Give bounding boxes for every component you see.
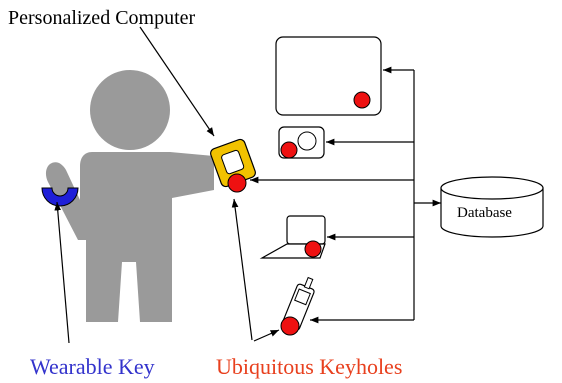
personalized-computer-icon <box>210 138 256 188</box>
database-icon <box>440 176 544 238</box>
person-figure <box>45 70 215 322</box>
wearable-key-label: Wearable Key <box>30 354 155 379</box>
personalized-computer-label: Personalized Computer <box>8 7 196 29</box>
phone-icon <box>280 276 315 336</box>
laptop-icon <box>259 215 326 259</box>
keyhole-dot-computer <box>227 173 247 193</box>
pointer-wearable-key <box>54 201 70 344</box>
pointer-keyholes-phone <box>253 329 280 342</box>
database-label: Database <box>457 205 512 221</box>
ubiquitous-keyholes-label: Ubiquitous Keyholes <box>216 354 402 379</box>
pointer-keyholes <box>231 198 253 341</box>
wearable-key-icon <box>41 187 79 207</box>
connection-lines <box>54 26 441 344</box>
display-screen-icon <box>275 36 382 116</box>
person-head <box>90 70 170 150</box>
camera-icon <box>278 126 325 159</box>
pointer-computer <box>139 26 215 137</box>
person-body <box>45 152 215 322</box>
